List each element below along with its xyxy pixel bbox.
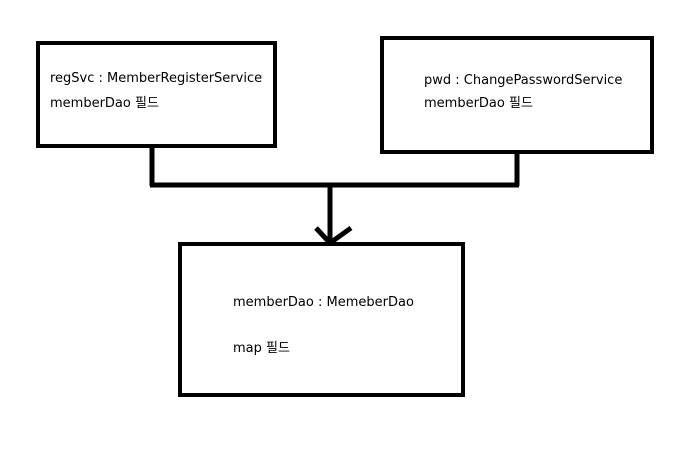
- member-dao-box: memberDao : MemeberDao map 필드: [178, 242, 465, 397]
- member-register-service-field: memberDao 필드: [50, 96, 159, 111]
- arrowhead: [314, 225, 353, 247]
- change-password-service-title: pwd : ChangePasswordService: [424, 73, 623, 88]
- change-password-service-box: pwd : ChangePasswordService memberDao 필드: [380, 36, 654, 154]
- member-register-service-title: regSvc : MemberRegisterService: [50, 71, 263, 86]
- member-register-service-box: regSvc : MemberRegisterService memberDao…: [36, 41, 277, 148]
- member-dao-field: map 필드: [233, 341, 290, 356]
- member-dao-title: memberDao : MemeberDao: [233, 295, 414, 310]
- change-password-service-field: memberDao 필드: [424, 96, 533, 111]
